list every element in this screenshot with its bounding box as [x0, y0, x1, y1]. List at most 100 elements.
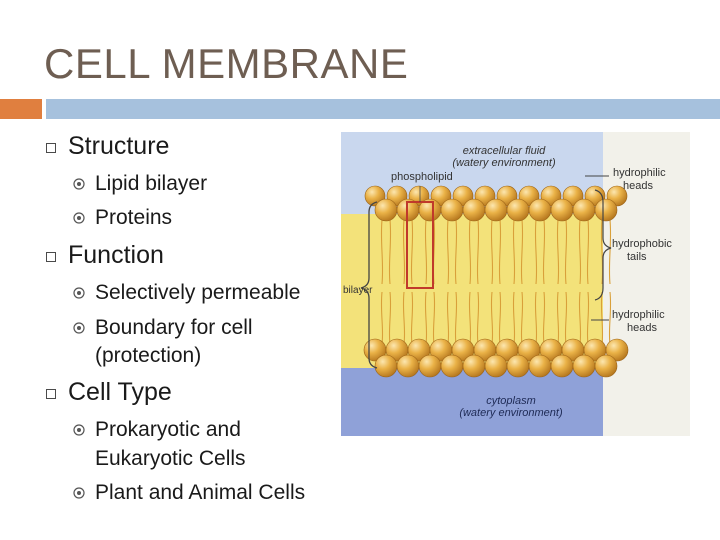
fatty-acid-tail	[542, 219, 546, 285]
fatty-acid-tail	[534, 219, 538, 285]
circle-bullet-icon	[73, 287, 85, 299]
fatty-acid-tail	[380, 219, 384, 285]
phospholipid-head	[462, 198, 486, 222]
phospholipid-head	[396, 354, 420, 378]
accent-bar-blue	[46, 99, 720, 119]
label-extracellular-sub: (watery environment)	[452, 157, 556, 169]
fatty-acid-tail	[600, 219, 604, 285]
circle-bullet-icon	[73, 178, 85, 190]
phospholipid-head	[572, 354, 596, 378]
fatty-acid-tail	[468, 219, 472, 285]
label-hydrophilic-top: hydrophilic	[613, 167, 666, 179]
fatty-acid-tail	[454, 219, 458, 285]
hydrophobic-brace	[594, 189, 612, 301]
phospholipid-head	[550, 198, 574, 222]
list-item-boundary-cont: (protection)	[95, 344, 202, 367]
phospholipid-head	[440, 198, 464, 222]
fatty-acid-tail	[476, 219, 480, 285]
phospholipid-head	[550, 354, 574, 378]
label-heads-bottom: heads	[627, 322, 657, 334]
phospholipid-head	[506, 198, 530, 222]
fatty-acid-tail	[490, 291, 494, 345]
label-hydrophobic: hydrophobic	[612, 238, 672, 250]
fatty-acid-tail	[556, 219, 560, 285]
phospholipid-head	[440, 354, 464, 378]
phospholipid-heads	[363, 185, 629, 378]
fatty-acid-tail	[490, 219, 494, 285]
section-heading-structure: Structure	[68, 132, 170, 160]
section-heading-function: Function	[68, 241, 164, 269]
phospholipid-head	[594, 198, 618, 222]
fatty-acid-tail	[534, 291, 538, 345]
phospholipid-head	[462, 354, 486, 378]
phospholipid-head	[572, 198, 596, 222]
phospholipid-head	[528, 198, 552, 222]
list-item-selectively-permeable: Selectively permeable	[95, 281, 301, 304]
list-item-proteins: Proteins	[95, 206, 173, 229]
fatty-acid-tail	[520, 291, 524, 345]
phospholipid-head	[594, 354, 618, 378]
fatty-acid-tail	[520, 219, 524, 285]
fatty-acid-tail	[388, 219, 392, 285]
list-item-plant-animal: Plant and Animal Cells	[95, 481, 306, 504]
fatty-acid-tail	[388, 291, 392, 345]
label-heads-top: heads	[623, 180, 653, 192]
fatty-acid-tail	[402, 291, 406, 345]
fatty-acid-tail	[410, 291, 414, 345]
fatty-acid-tail	[512, 291, 516, 345]
square-bullet-icon	[46, 252, 56, 262]
fatty-acid-tail	[542, 291, 546, 345]
phospholipid-head	[374, 354, 398, 378]
fatty-acid-tail	[402, 219, 406, 285]
fatty-acid-tail	[424, 291, 428, 345]
fatty-acid-tail	[476, 291, 480, 345]
cytoplasm-region	[341, 368, 603, 436]
phospholipid-head	[484, 198, 508, 222]
fatty-acid-tail	[446, 219, 450, 285]
slide-title: CELL MEMBRANE	[44, 40, 409, 87]
fatty-acid-tail	[380, 291, 384, 345]
list-item-lipid-bilayer: Lipid bilayer	[95, 172, 208, 195]
square-bullet-icon	[46, 389, 56, 399]
membrane-figure: extracellular fluid (watery environment)…	[341, 132, 690, 436]
fatty-acid-tail	[564, 219, 568, 285]
section-heading-cell-type: Cell Type	[68, 378, 172, 406]
label-extracellular: extracellular fluid	[463, 145, 546, 157]
label-hydrophilic-bottom: hydrophilic	[612, 309, 665, 321]
phospholipid-head	[484, 354, 508, 378]
square-bullet-icon	[46, 143, 56, 153]
bilayer-brace	[360, 201, 378, 369]
fatty-acid-tail	[432, 291, 436, 345]
list-item-eukaryotic: Eukaryotic Cells	[95, 447, 246, 470]
label-tails: tails	[627, 251, 647, 263]
label-phospholipid: phospholipid	[391, 171, 453, 183]
circle-bullet-icon	[73, 322, 85, 334]
fatty-acid-tail	[586, 291, 590, 345]
fatty-acid-tail	[608, 219, 612, 285]
circle-bullet-icon	[73, 487, 85, 499]
accent-bar-orange	[0, 99, 42, 119]
fatty-acid-tail	[468, 291, 472, 345]
label-cytoplasm: cytoplasm	[486, 395, 536, 407]
fatty-acid-tail	[578, 291, 582, 345]
list-item-boundary: Boundary for cell	[95, 316, 253, 339]
fatty-acid-tail	[424, 219, 428, 285]
label-cytoplasm-sub: (watery environment)	[459, 407, 563, 419]
fatty-acid-tail	[498, 291, 502, 345]
fatty-acid-tail	[512, 219, 516, 285]
fatty-acid-tail	[578, 219, 582, 285]
fatty-acid-tail	[410, 219, 414, 285]
fatty-acid-tail	[556, 291, 560, 345]
phospholipid-head	[418, 354, 442, 378]
fatty-acid-tail	[446, 291, 450, 345]
phospholipid-head	[506, 354, 530, 378]
label-bilayer: bilayer	[343, 285, 373, 296]
fatty-acid-tail	[600, 291, 604, 345]
circle-bullet-icon	[73, 212, 85, 224]
fatty-acid-tail	[454, 291, 458, 345]
fatty-acid-tail	[564, 291, 568, 345]
fatty-acid-tail	[498, 219, 502, 285]
list-item-prokaryotic: Prokaryotic and	[95, 418, 241, 441]
circle-bullet-icon	[73, 424, 85, 436]
tail-region	[341, 214, 603, 368]
